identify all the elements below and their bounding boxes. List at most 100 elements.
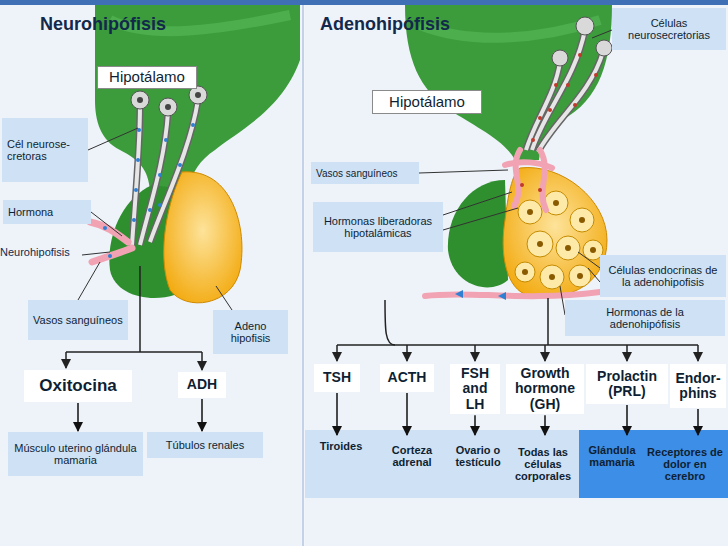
cell: [556, 236, 580, 260]
node-text: Túbulos renales: [166, 439, 244, 451]
note-box: Vasos sanguíneos: [28, 300, 128, 340]
cell: [515, 262, 535, 282]
target-box: Ovario o testículo: [448, 436, 508, 476]
nucleus: [590, 247, 596, 253]
nucleus: [549, 274, 555, 280]
note-box: Hormonas liberadoras hipotalámicas: [313, 202, 443, 252]
hormone-box: ACTH: [380, 364, 434, 392]
node-text: Hipotálamo: [109, 69, 185, 86]
dot: [158, 203, 162, 207]
bracket-arrow: [201, 352, 203, 370]
dot: [538, 188, 542, 192]
connector-arrow: [406, 393, 408, 435]
node-text: Células neurosecretorias: [617, 17, 721, 41]
cell: [518, 200, 542, 224]
hormone-box: FSH and LH: [450, 364, 500, 414]
bracket-line: [337, 344, 698, 346]
node-text: Prolactin (PRL): [589, 369, 665, 400]
node-text: Corteza adrenal: [378, 444, 446, 468]
node-text: Células endocrinas de la adenohipofisis: [605, 264, 721, 288]
node-text: Receptores de dolor en cerebro: [646, 446, 724, 482]
cell: [570, 208, 594, 232]
hormone-dots: [531, 53, 598, 142]
hormone-box: Growth hormone (GH): [506, 364, 584, 414]
leader-line: [216, 286, 232, 310]
bracket-arrow: [406, 345, 408, 361]
left-panel: [0, 5, 301, 546]
axon: [150, 100, 198, 242]
note-box: Hormona: [3, 200, 91, 224]
leader-line: [82, 252, 110, 255]
dot: [520, 183, 524, 187]
panel-heading: Adenohipófisis: [320, 14, 450, 35]
bracket-arrow: [65, 352, 67, 368]
note-box: Vasos sanguíneos: [311, 162, 419, 184]
dot: [531, 138, 535, 142]
note-box: Células neurosecretorias: [612, 8, 726, 50]
note-box: Células endocrinas de la adenohipofisis: [600, 255, 726, 297]
dot: [178, 163, 182, 167]
note-box: Hormonas de la adenohipófisis: [565, 300, 725, 336]
cell: [540, 265, 564, 289]
dot: [136, 158, 140, 162]
dot: [566, 83, 570, 87]
target-box: Glándula mamaria: [580, 436, 644, 476]
note-box: Túbulos renales: [147, 432, 263, 458]
nucleus: [527, 209, 533, 215]
note-box: Adeno hipofisis: [213, 310, 288, 354]
anterior-lobe: [164, 172, 242, 303]
bracket-arrow: [544, 345, 546, 361]
capillary: [505, 162, 552, 168]
leader-line: [419, 170, 508, 173]
nucleus: [137, 97, 143, 103]
cell-body: [189, 86, 207, 104]
axon: [526, 62, 560, 150]
dot: [578, 53, 582, 57]
target-box: Corteza adrenal: [376, 436, 448, 476]
neurons: [131, 86, 207, 245]
connector-arrow: [697, 409, 699, 435]
dot: [103, 226, 107, 230]
dot: [164, 138, 168, 142]
hormone-box: TSH: [314, 364, 360, 392]
leader-lines: [78, 128, 232, 310]
flow-arrow: [455, 290, 463, 298]
nucleus: [195, 92, 201, 98]
cell-body: [159, 98, 177, 116]
nucleus: [565, 245, 571, 251]
blood-vessel: [90, 222, 128, 242]
part-label: Neurohipofisis: [0, 246, 70, 258]
node-text: Oxitocina: [39, 377, 116, 396]
nucleus: [537, 241, 543, 247]
axon: [532, 30, 585, 150]
cell-body: [552, 50, 568, 66]
node-text: ADH: [187, 377, 217, 392]
bracket-line: [139, 266, 141, 352]
right-panel: [305, 5, 728, 546]
nucleus: [579, 217, 585, 223]
node-text: Hormona: [8, 206, 53, 218]
dot: [554, 83, 558, 87]
nucleus: [165, 104, 171, 110]
nucleus: [522, 269, 528, 275]
leader-lines: [419, 30, 612, 315]
connector-arrow: [544, 415, 546, 435]
dot: [134, 188, 138, 192]
connector-arrow: [336, 393, 338, 435]
connector-arrow: [77, 403, 79, 431]
leader-line: [443, 208, 518, 230]
hormone-dots: [132, 123, 195, 222]
bracket-arrow: [697, 345, 699, 361]
leader-line: [578, 252, 600, 268]
node-text: Hipotálamo: [389, 94, 465, 111]
leader-line: [588, 268, 600, 282]
dot: [573, 103, 577, 107]
dot: [158, 173, 162, 177]
dot: [538, 116, 542, 120]
neurons: [526, 17, 612, 152]
hormone-box: Prolactin (PRL): [586, 364, 668, 404]
cell-nuclei: [522, 200, 596, 280]
hormone-box: Oxitocina: [24, 370, 132, 402]
connector-arrow: [201, 399, 203, 431]
target-box: Todas las células corporales: [508, 436, 578, 492]
